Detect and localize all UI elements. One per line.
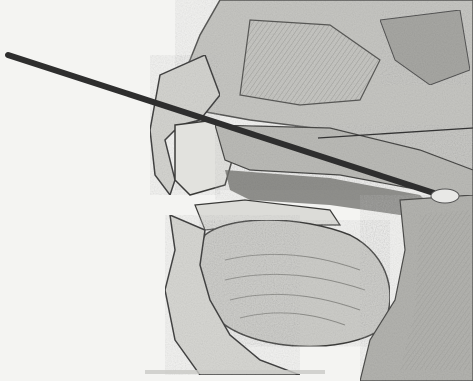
instrument-tip	[431, 189, 459, 203]
caption-smudge	[145, 370, 325, 374]
